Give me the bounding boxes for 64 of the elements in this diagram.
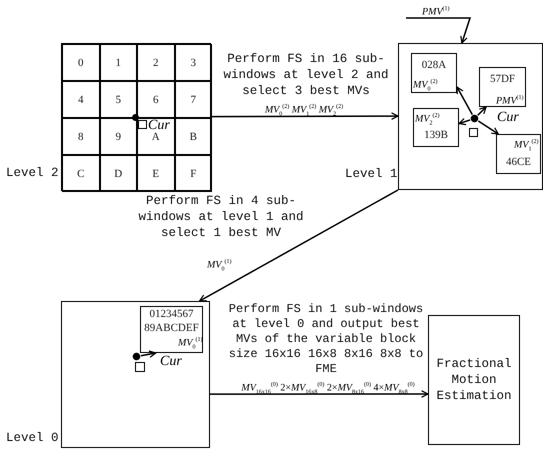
- grid-cell: [137, 118, 174, 155]
- level-label: Level 0: [6, 430, 59, 446]
- block-index-label: 57DF: [488, 72, 516, 87]
- grid-cell: [174, 118, 212, 155]
- current-block-label: Cur: [160, 354, 182, 370]
- cell-label: B: [188, 130, 198, 144]
- level-label: Level 2: [6, 165, 59, 181]
- process-label: Fractional Motion Estimation: [435, 356, 512, 404]
- grid-cell: [100, 118, 137, 155]
- arrow: [458, 118, 470, 126]
- center-dot: [132, 352, 141, 361]
- arrow: [406, 17, 472, 44]
- cell-label: 3: [190, 56, 197, 70]
- vector-label: PMV$^{(1)}$: [422, 5, 450, 18]
- arrow: [478, 120, 499, 135]
- grid-cell: [174, 44, 212, 81]
- grid-cell: [100, 44, 137, 81]
- sub-window-box: [479, 67, 526, 107]
- block-index-label: 01234567 89ABCDEF: [143, 307, 200, 335]
- grid-cell: [100, 155, 137, 192]
- arrow: [456, 86, 473, 115]
- block-index-label: 46CE: [504, 155, 532, 170]
- sub-window-box: [140, 306, 203, 353]
- cell-label: E: [151, 166, 160, 182]
- cell-label: C: [76, 166, 86, 182]
- cell-label: 1: [114, 56, 122, 70]
- arrow: [140, 350, 156, 358]
- arrow: [477, 106, 487, 116]
- arrow: [211, 112, 399, 120]
- grid-cell: [62, 118, 100, 155]
- arrow: [210, 390, 429, 398]
- grid-cell: [100, 81, 137, 118]
- cell-label: 8: [77, 130, 84, 144]
- cell-label: 7: [190, 92, 197, 108]
- cell-label: 5: [114, 92, 122, 108]
- arrow: [199, 189, 398, 302]
- grid-cell: [62, 155, 100, 192]
- cell-label: 4: [77, 92, 84, 108]
- sub-window-box: [411, 53, 457, 93]
- cell-label: 2: [152, 56, 160, 70]
- sub-window-box: [496, 134, 541, 174]
- vector-label: PMV$^{(1)}$: [496, 94, 524, 108]
- cell-label: F: [189, 166, 198, 182]
- current-block-label: Cur: [497, 110, 519, 126]
- cell-label: 0: [77, 56, 84, 70]
- grid-cell: [137, 81, 174, 118]
- cell-label: 6: [152, 92, 160, 108]
- block-index-label: 028A: [420, 58, 448, 73]
- grid-cell: [62, 81, 100, 118]
- grid-cell: [174, 155, 212, 192]
- cell-label: D: [113, 166, 124, 182]
- edge-label: Perform FS in 4 sub-windows at level 1 and select 1 best MV: [137, 193, 305, 241]
- process-box: [428, 315, 520, 445]
- sub-window-box: [413, 108, 459, 147]
- edge-label: Perform FS in 16 sub-windows at level 2 and select 3 best MVs: [222, 51, 390, 99]
- vector-label: Perform FS in 1 sub-windows at level 0 and output best MVs of the variable block size 16x16 16x8 8x16 8x8 to FME: [228, 302, 424, 377]
- grid-cell: [174, 81, 212, 118]
- block-index-label: 139B: [423, 128, 449, 143]
- grid-cell: [137, 44, 174, 81]
- grid-cell: [62, 44, 100, 81]
- center-dot: [470, 114, 479, 123]
- level-label: Level 1: [345, 166, 398, 182]
- grid-cell: [137, 155, 174, 192]
- cell-label: 9: [114, 130, 122, 144]
